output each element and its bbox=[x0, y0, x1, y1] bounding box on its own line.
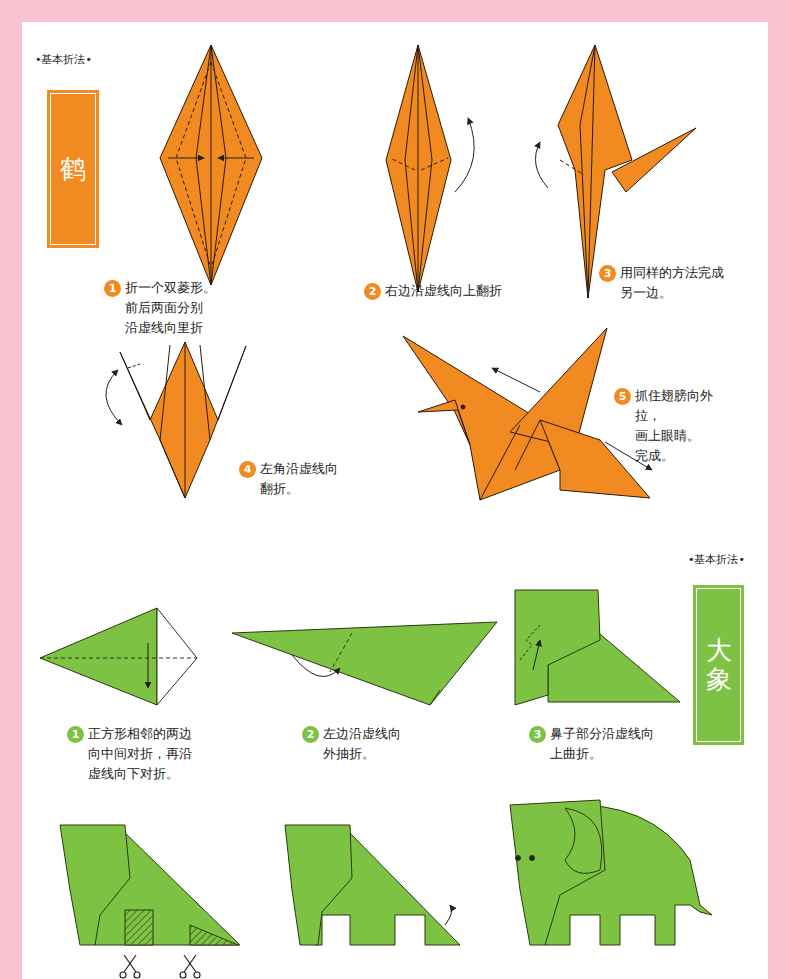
callout-circle: 3鼻子部分沿虚线向 上曲折。 bbox=[529, 726, 546, 743]
callout-circle: 1折一个双菱形。前后两面分别 沿虚线向里折 bbox=[104, 280, 121, 297]
elephant-step-5 bbox=[285, 825, 460, 945]
band-title: 鹤 bbox=[60, 155, 86, 184]
elephant-step-6 bbox=[510, 800, 712, 945]
elephant-step-2 bbox=[232, 622, 497, 705]
step-instruction: 正方形相邻的两边 向中间对折，再沿 虚线向下对折。 bbox=[88, 724, 192, 784]
step-instruction: 折一个双菱形。前后两面分别 沿虚线向里折 bbox=[125, 278, 216, 338]
callout-number: 2 bbox=[307, 729, 315, 740]
title-band: 大象 bbox=[693, 585, 744, 745]
crane-step-5 bbox=[403, 328, 652, 500]
scissors-symbol bbox=[120, 955, 200, 978]
step-instruction: 左边沿虚线向 外抽折。 bbox=[323, 724, 401, 764]
step-instruction: 用同样的方法完成 另一边。 bbox=[620, 263, 724, 303]
title-band: 鹤 bbox=[47, 90, 99, 248]
crane-step-3 bbox=[536, 45, 697, 298]
callout-number: 1 bbox=[109, 283, 117, 294]
callout-number: 3 bbox=[604, 268, 612, 279]
callout-circle: 2左边沿虚线向 外抽折。 bbox=[302, 726, 319, 743]
step-instruction: 鼻子部分沿虚线向 上曲折。 bbox=[550, 724, 654, 764]
step-instruction: 抓住翅膀向外 拉，画上眼睛。 完成。 bbox=[635, 386, 713, 466]
callout-number: 2 bbox=[369, 286, 377, 297]
callout-circle: 2右边沿虚线向上翻折 bbox=[364, 283, 381, 300]
callout-circle: 3用同样的方法完成 另一边。 bbox=[599, 265, 616, 282]
callout-number: 5 bbox=[619, 391, 627, 402]
callout-circle: 5抓住翅膀向外 拉，画上眼睛。 完成。 bbox=[614, 388, 631, 405]
elephant-step-1 bbox=[40, 608, 197, 705]
crane-step-1 bbox=[160, 45, 262, 285]
section-heading: •基本折法• bbox=[688, 552, 745, 567]
section-heading: •基本折法• bbox=[35, 52, 92, 67]
crane-step-2 bbox=[386, 45, 474, 292]
callout-number: 4 bbox=[244, 464, 252, 475]
band-title: 大象 bbox=[706, 636, 732, 693]
callout-circle: 1正方形相邻的两边 向中间对折，再沿 虚线向下对折。 bbox=[67, 726, 84, 743]
callout-circle: 4左角沿虚线向 翻折。 bbox=[239, 461, 256, 478]
callout-number: 1 bbox=[72, 729, 80, 740]
crane-step-4 bbox=[106, 342, 246, 498]
page-ground bbox=[22, 22, 768, 979]
elephant-step-4 bbox=[60, 825, 240, 945]
step-instruction: 左角沿虚线向 翻折。 bbox=[260, 459, 338, 499]
callout-number: 3 bbox=[534, 729, 542, 740]
elephant-step-3 bbox=[515, 590, 680, 705]
step-instruction: 右边沿虚线向上翻折 bbox=[385, 281, 502, 301]
